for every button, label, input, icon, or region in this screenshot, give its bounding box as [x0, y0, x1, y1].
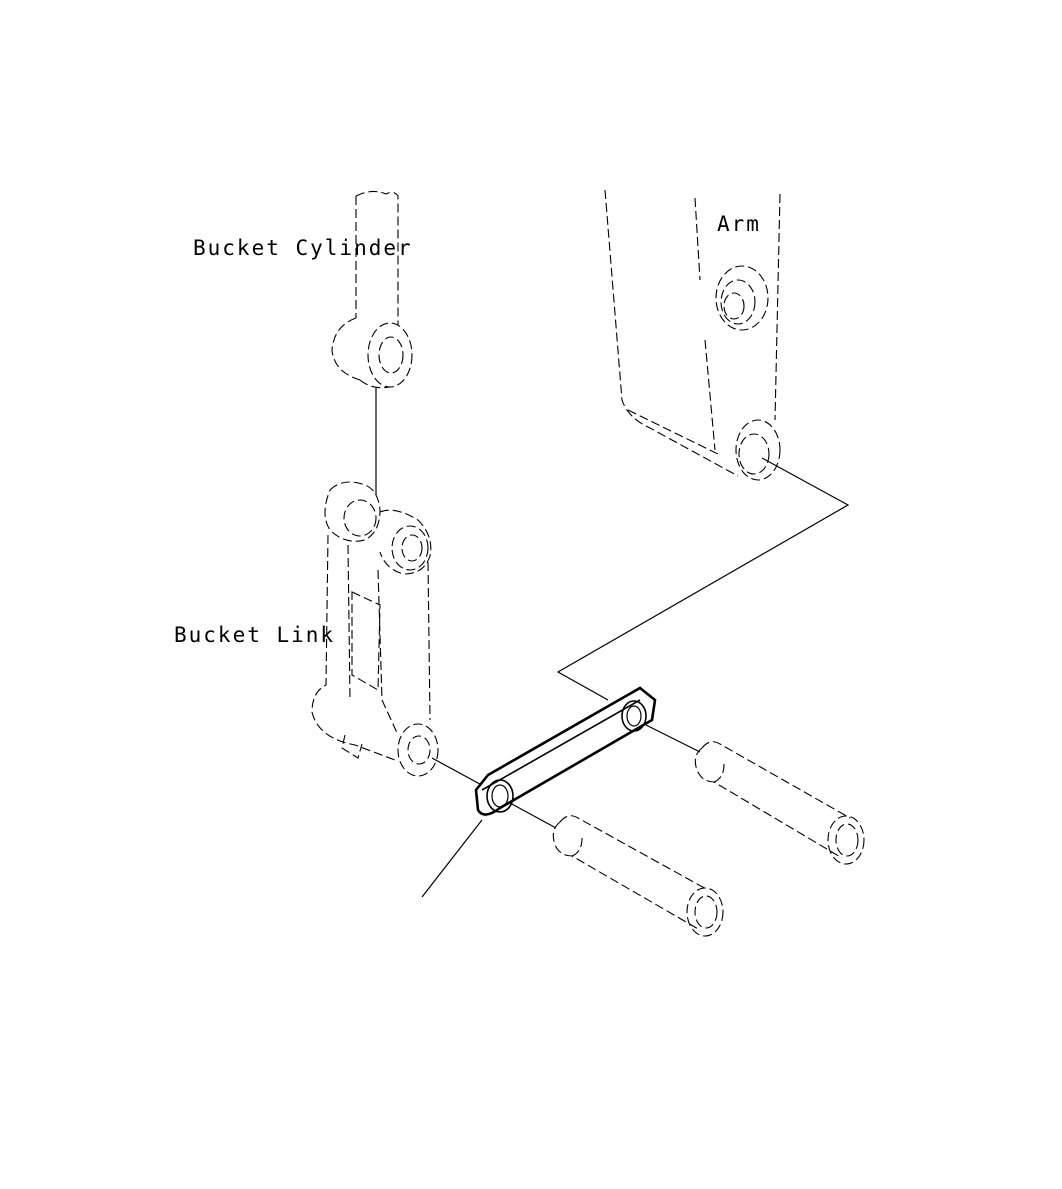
link-plate-part — [474, 686, 657, 816]
bucket-cylinder-part — [331, 190, 413, 389]
bucket-link-label: Bucket Link — [174, 623, 336, 647]
arm-part — [604, 189, 781, 481]
pin-rear — [694, 741, 865, 865]
bucket-cylinder-label: Bucket Cylinder — [193, 236, 413, 260]
arm-label: Arm — [717, 212, 761, 236]
bucket-link-part — [311, 481, 439, 777]
pin-front — [552, 815, 724, 937]
